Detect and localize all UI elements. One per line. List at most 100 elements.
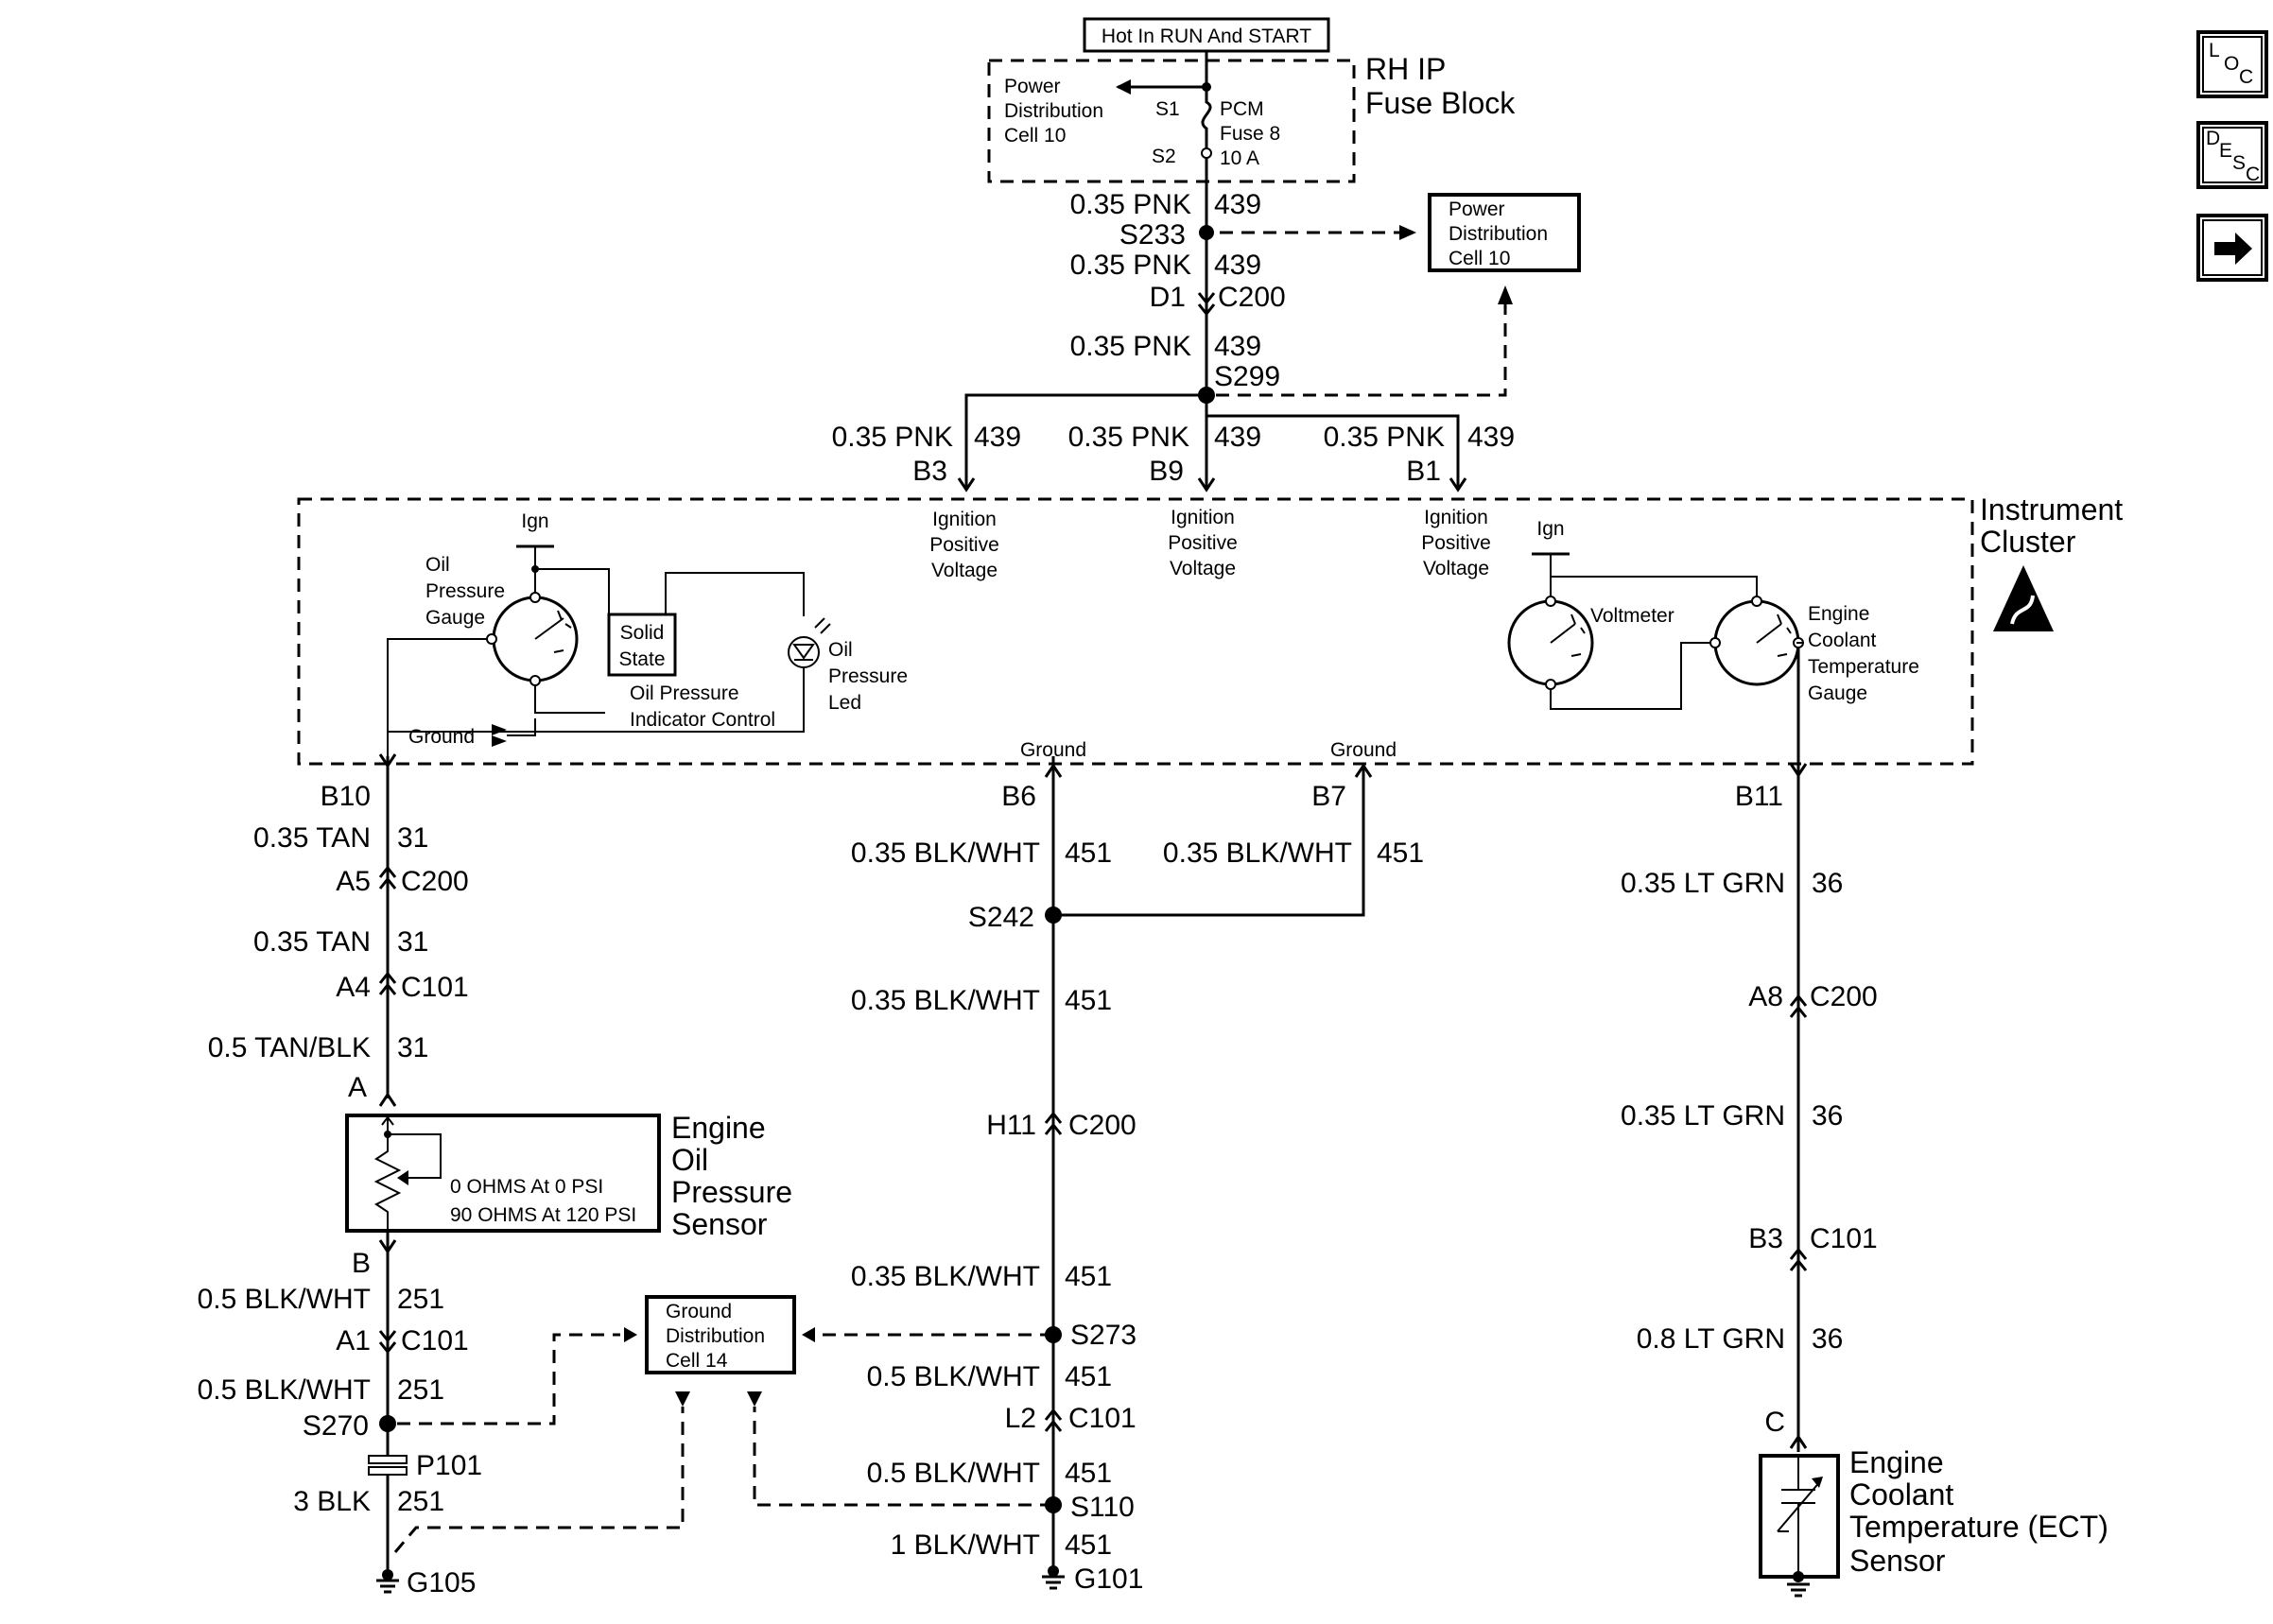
circuit-31-1: 31: [397, 822, 428, 854]
circuit-439-1: 439: [1214, 189, 1261, 220]
oil-led-2: Pressure: [828, 665, 908, 687]
loc-c: C: [2239, 66, 2253, 88]
wire-pnk-3: 0.35 PNK: [1070, 331, 1191, 362]
wire-pnk-1: 0.35 PNK: [1070, 189, 1191, 220]
description-button[interactable]: D E S C: [2196, 121, 2268, 189]
circuit-251-1: 251: [397, 1284, 444, 1315]
wire-pnk-b1: 0.35 PNK: [1324, 422, 1445, 453]
circuit-31-3: 31: [397, 1032, 428, 1063]
conn-c200-mid: C200: [1068, 1110, 1136, 1141]
voltmeter-icon: [1507, 596, 1594, 690]
circuit-251-3: 251: [397, 1486, 444, 1517]
circuit-451-b7: 451: [1377, 838, 1424, 869]
pin-a8: A8: [1748, 981, 1783, 1012]
ignpos-b1-2: Positive: [1421, 532, 1491, 554]
pin-c-sensor: C: [1764, 1407, 1785, 1438]
wire-blkwht-m3: 0.35 BLK/WHT: [851, 1261, 1040, 1292]
connector-p101-icon: [368, 1455, 408, 1476]
pin-a4: A4: [336, 972, 371, 1003]
fuse-label-1: PCM: [1220, 98, 1264, 120]
circuit-439-b1: 439: [1467, 422, 1515, 453]
ect-sensor-2: Coolant: [1849, 1477, 1953, 1512]
ect-sensor-3: Temperature (ECT): [1849, 1510, 2108, 1544]
fuse-label-3: 10 A: [1220, 147, 1259, 169]
ground-g101-icon: [1040, 1565, 1067, 1590]
hot-in-run-label: Hot In RUN And START: [1102, 26, 1311, 47]
voltmeter-label: Voltmeter: [1590, 605, 1674, 627]
pin-b7: B7: [1311, 781, 1346, 812]
pin-b11: B11: [1735, 781, 1783, 812]
circuit-451-5: 451: [1065, 1458, 1112, 1489]
pin-d1: D1: [1150, 282, 1186, 313]
gd-cell-1: Ground: [666, 1301, 732, 1322]
oil-ind-1: Oil Pressure: [630, 682, 739, 704]
circuit-451-2: 451: [1065, 985, 1112, 1016]
conn-c200-right: C200: [1810, 981, 1878, 1012]
fuse-block-label-2: Fuse Block: [1365, 86, 1516, 120]
oil-pressure-led-icon: [788, 617, 831, 668]
conn-c200-top: C200: [1218, 282, 1286, 313]
circuit-451-6: 451: [1065, 1529, 1112, 1561]
wire-tanblk: 0.5 TAN/BLK: [208, 1032, 371, 1063]
pin-a5: A5: [336, 866, 371, 897]
ground-label-b6: Ground: [1020, 739, 1086, 761]
ignpos-b1-1: Ignition: [1424, 507, 1488, 528]
pin-a1: A1: [336, 1325, 371, 1356]
circuit-451-3: 451: [1065, 1261, 1112, 1292]
wire-ltgrn-2: 0.35 LT GRN: [1621, 1100, 1785, 1132]
splice-s270: S270: [303, 1410, 369, 1442]
ohms-2: 90 OHMS At 120 PSI: [450, 1204, 636, 1226]
ground-ect-icon: [1785, 1571, 1812, 1598]
conn-c101-right: C101: [1810, 1223, 1878, 1254]
oil-sensor-3: Pressure: [671, 1175, 792, 1209]
pin-l2: L2: [1005, 1403, 1036, 1434]
splice-s233: S233: [1119, 219, 1186, 251]
circuit-439-b3: 439: [974, 422, 1021, 453]
oil-led-1: Oil: [828, 639, 853, 661]
wire-blkwht-l1: 0.5 BLK/WHT: [198, 1284, 371, 1315]
pd-cell-3: Cell 10: [1004, 125, 1066, 147]
oil-pressure-gauge-icon: [486, 592, 579, 686]
conn-p101: P101: [416, 1450, 482, 1481]
thermistor-icon: [1777, 1456, 1823, 1577]
loc-l: L: [2209, 40, 2220, 61]
fuse-block-label-1: RH IP: [1365, 52, 1446, 86]
wire-blkwht-m6: 1 BLK/WHT: [891, 1529, 1040, 1561]
loc-o: O: [2224, 53, 2239, 75]
conn-c200-left: C200: [401, 866, 469, 897]
circuit-451-1: 451: [1065, 838, 1112, 869]
wire-pnk-b3: 0.35 PNK: [832, 422, 953, 453]
ignpos-b9-2: Positive: [1168, 532, 1238, 554]
esd-warning-icon: [1993, 565, 2054, 631]
splice-s242: S242: [968, 902, 1034, 933]
coolant-temperature-gauge-icon: [1709, 596, 1804, 686]
solid-state-1: Solid: [620, 622, 665, 644]
pin-b1: B1: [1406, 456, 1441, 487]
gd-cell-2: Distribution: [666, 1325, 765, 1347]
wire-tan-1: 0.35 TAN: [253, 822, 371, 854]
splice-s110: S110: [1070, 1492, 1135, 1523]
wire-blkwht-m2: 0.35 BLK/WHT: [851, 985, 1040, 1016]
gd-cell-3: Cell 14: [666, 1350, 728, 1372]
ground-g105-icon: [374, 1569, 401, 1594]
ect-gauge-1: Engine: [1808, 603, 1869, 625]
ect-sensor-4: Sensor: [1849, 1544, 1946, 1578]
ign-label-left: Ign: [521, 510, 548, 532]
circuit-251-2: 251: [397, 1374, 444, 1406]
wire-ltgrn-1: 0.35 LT GRN: [1621, 868, 1785, 899]
cluster-label-2: Cluster: [1980, 525, 2076, 559]
pd-cell-1: Power: [1004, 76, 1061, 97]
ect-gauge-2: Coolant: [1808, 630, 1877, 651]
ect-gauge-3: Temperature: [1808, 656, 1919, 678]
wire-blkwht-l2: 0.5 BLK/WHT: [198, 1374, 371, 1406]
circuit-31-2: 31: [397, 926, 428, 958]
oil-gauge-label-3: Gauge: [425, 607, 485, 629]
conn-c101-left-2: C101: [401, 1325, 469, 1356]
next-page-button[interactable]: [2196, 214, 2268, 282]
desc-c: C: [2246, 164, 2260, 185]
wire-pnk-b9: 0.35 PNK: [1068, 422, 1189, 453]
oil-sensor-4: Sensor: [671, 1207, 768, 1241]
wire-ltgrn-3: 0.8 LT GRN: [1637, 1323, 1785, 1355]
pd-cell-right-2: Distribution: [1449, 223, 1548, 245]
location-button[interactable]: L O C: [2196, 30, 2268, 98]
